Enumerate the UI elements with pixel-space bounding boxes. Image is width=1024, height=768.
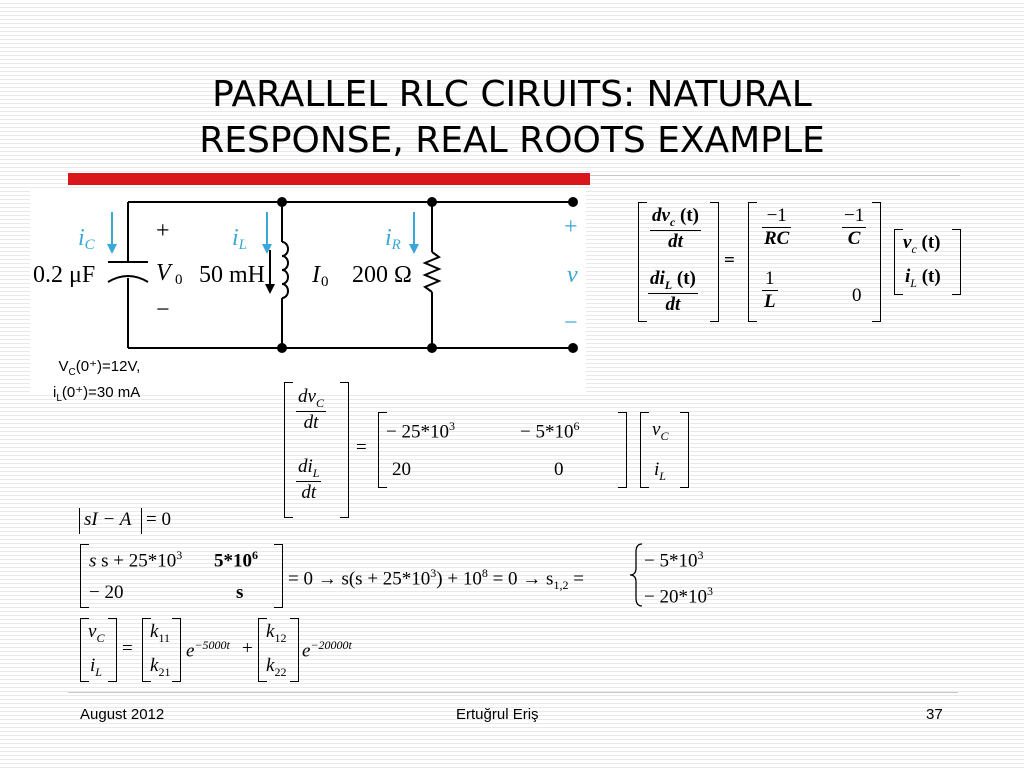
ir-label: i [385,225,392,251]
initial-vc: VC(0⁺)=12V, [58,358,141,378]
footer-author: Ertuğrul Eriş [456,706,539,723]
ic-sub: C [85,237,96,253]
title-accent-bar [68,173,590,185]
footer-divider-line [68,692,958,693]
svg-text:iR: iR [385,225,401,253]
capacitor-value: 0.2 μF [33,262,95,288]
ir-sub: R [391,237,401,253]
inductor-value: 50 mH [199,262,265,288]
root-brace [629,543,643,607]
circuit-svg: iC iL iR 0.2 μF + V 0 − 50 mH I 0 200 Ω … [33,197,578,353]
ic-label: i [78,225,85,251]
output-minus: − [564,310,578,336]
output-voltage-label: v [567,262,578,288]
v0-sub: 0 [175,272,183,288]
resistor-value: 200 Ω [352,262,412,288]
title-divider-line [590,175,960,176]
svg-text:iL: iL [232,225,247,253]
footer-page-number: 37 [926,706,943,723]
output-plus: + [564,214,578,240]
i0-label: I [311,262,321,288]
title-line-2: RESPONSE, REAL ROOTS EXAMPLE [199,120,825,161]
initial-il: iL(0⁺)=30 mA [53,384,141,404]
v0-minus: − [156,297,170,323]
v0-plus: + [156,218,170,244]
slide-title: PARALLEL RLC CIRUITS: NATURAL RESPONSE, … [0,72,1024,164]
rlc-circuit-diagram: iC iL iR 0.2 μF + V 0 − 50 mH I 0 200 Ω … [30,190,586,394]
svg-text:iC: iC [78,225,96,253]
v0-label: V [156,260,173,286]
il-sub: L [238,237,247,253]
footer-date: August 2012 [80,706,165,723]
i0-sub: 0 [321,274,329,290]
il-label: i [232,225,239,251]
title-line-1: PARALLEL RLC CIRUITS: NATURAL [212,74,812,115]
initial-conditions: VC(0⁺)=12V, iL(0⁺)=30 mA [53,357,140,409]
